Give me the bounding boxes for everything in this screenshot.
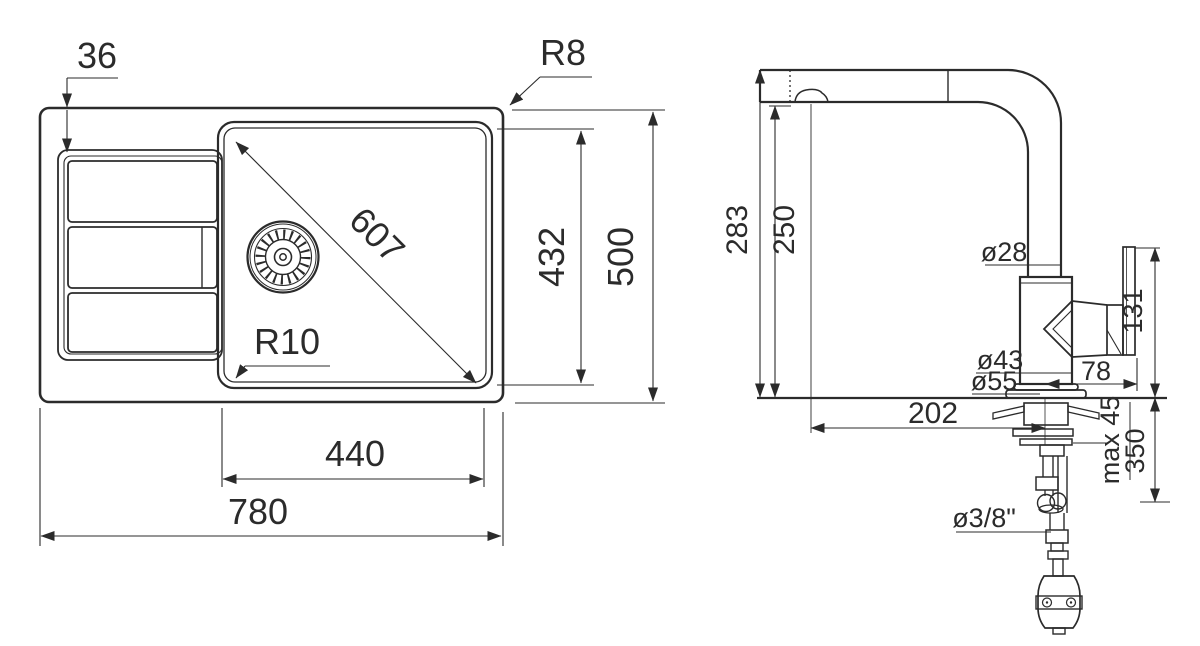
hose-weight bbox=[1035, 575, 1083, 635]
dim-label-d55: ø55 bbox=[971, 366, 1018, 396]
dim-rim-offset: 36 bbox=[62, 35, 118, 153]
faucet-mounting-hardware bbox=[992, 398, 1100, 457]
drainboard-groove bbox=[67, 226, 218, 289]
sink-outer-rim bbox=[38, 106, 505, 404]
sink-drawing: 36 R8 607 R10 432 bbox=[38, 32, 665, 546]
dim-label-202: 202 bbox=[908, 397, 958, 430]
sink-drainboard bbox=[57, 149, 223, 361]
dim-outer-radius: R8 bbox=[509, 32, 592, 106]
dim-height-spout: 250 bbox=[768, 105, 801, 398]
dim-bowl-width: 440 bbox=[221, 408, 485, 487]
aerator-dome bbox=[794, 88, 829, 103]
dim-label-780: 780 bbox=[228, 491, 288, 532]
dim-label-d28: ø28 bbox=[981, 237, 1028, 267]
dim-spout-reach: 202 bbox=[810, 104, 1046, 433]
dim-label-131: 131 bbox=[1118, 288, 1148, 333]
dim-base-diameter: ø55 bbox=[971, 366, 1040, 396]
dim-body-diameter: ø43 bbox=[976, 345, 1072, 375]
dim-label-36: 36 bbox=[77, 35, 117, 76]
dim-label-607: 607 bbox=[341, 199, 412, 270]
faucet-spout bbox=[758, 68, 1063, 277]
faucet-hoses bbox=[1035, 456, 1069, 577]
dim-label-350: 350 bbox=[1120, 428, 1150, 473]
dim-label-432: 432 bbox=[531, 227, 572, 287]
dim-label-d38: ø3/8" bbox=[952, 503, 1016, 533]
dim-handle-reach: 78 bbox=[1045, 356, 1138, 391]
dim-label-78: 78 bbox=[1081, 356, 1111, 386]
dim-bowl-radius: R10 bbox=[235, 321, 330, 379]
dim-counter-thickness: max 45 bbox=[1073, 396, 1131, 485]
dim-label-r10: R10 bbox=[254, 321, 320, 362]
dim-overall-width: 780 bbox=[39, 408, 504, 546]
faucet-drawing: 283 250 ø28 131 ø43 78 bbox=[721, 68, 1170, 635]
dim-label-r8: R8 bbox=[540, 32, 586, 73]
faucet-base bbox=[1005, 383, 1087, 399]
dim-label-500: 500 bbox=[600, 227, 641, 287]
dim-handle-height: 131 bbox=[1118, 247, 1160, 398]
dim-overall-depth: 500 bbox=[512, 109, 665, 404]
dim-label-440: 440 bbox=[325, 433, 385, 474]
dim-connection-size: ø3/8" bbox=[952, 503, 1051, 533]
faucet-handle bbox=[1071, 246, 1136, 358]
drainboard-groove bbox=[67, 160, 218, 223]
dim-hose-length: 350 bbox=[1120, 397, 1170, 503]
faucet-body bbox=[1018, 275, 1074, 386]
strainer-ribs bbox=[255, 229, 311, 285]
dim-label-max45: max 45 bbox=[1095, 396, 1125, 485]
dim-label-283: 283 bbox=[721, 205, 754, 255]
dim-pipe-diameter: ø28 bbox=[981, 237, 1060, 267]
dim-label-d43: ø43 bbox=[977, 345, 1024, 375]
dim-bowl-depth: 432 bbox=[497, 128, 594, 386]
sink-drain-strainer bbox=[246, 220, 320, 294]
drainboard-groove bbox=[67, 292, 218, 353]
hose-ball-joint bbox=[1036, 493, 1056, 513]
dim-height-total: 283 bbox=[721, 69, 765, 398]
handle-lever bbox=[1122, 246, 1136, 356]
dim-label-250: 250 bbox=[768, 205, 801, 255]
